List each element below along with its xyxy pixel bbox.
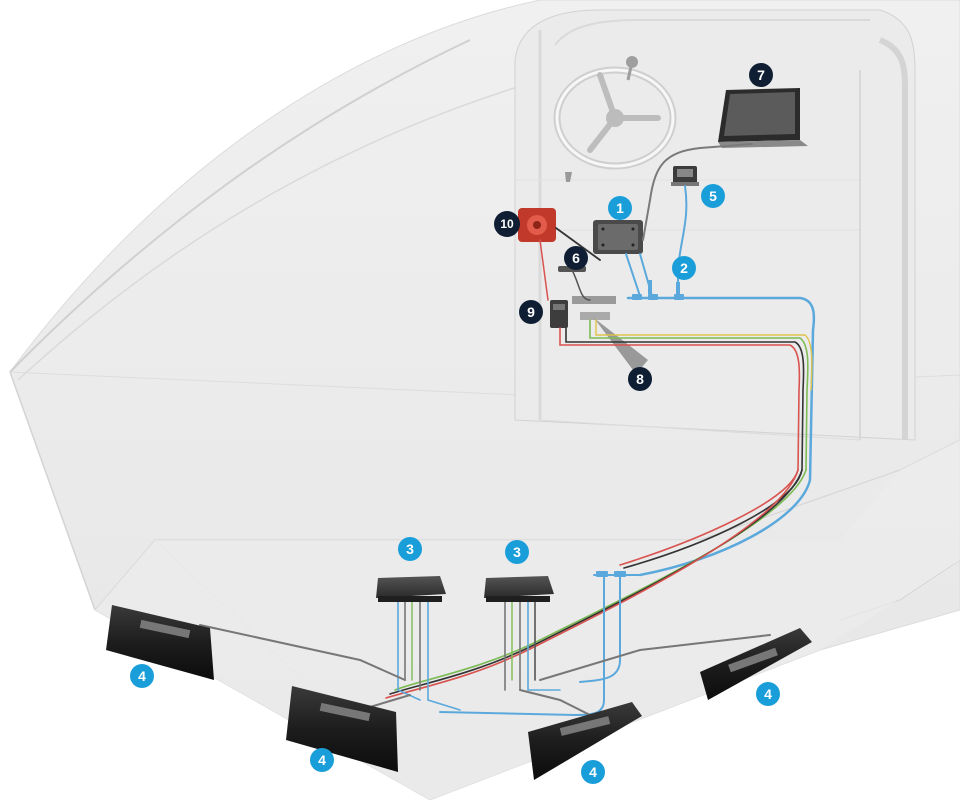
svg-text:6: 6 (572, 250, 580, 266)
callout-badge-3-right: 3 (505, 540, 529, 564)
callout-badge-10: 10 (494, 211, 520, 237)
svg-text:2: 2 (680, 260, 688, 276)
trim-tab-center-left (286, 686, 398, 772)
callout-badge-3-left: 3 (398, 537, 422, 561)
svg-text:1: 1 (616, 200, 624, 216)
svg-text:10: 10 (500, 217, 514, 231)
svg-text:4: 4 (589, 764, 597, 780)
actuator-junction-box-right (484, 576, 554, 602)
chartplotter-display (718, 88, 808, 148)
svg-text:4: 4 (764, 686, 772, 702)
svg-text:5: 5 (709, 188, 717, 204)
callout-badge-8: 8 (628, 367, 652, 391)
network-t-connectors-upper (632, 280, 684, 300)
svg-text:3: 3 (513, 544, 521, 560)
helm-console (514, 9, 916, 441)
callout-badge-5: 5 (701, 184, 725, 208)
breaker-device (550, 300, 568, 328)
svg-text:8: 8 (636, 371, 644, 387)
svg-text:7: 7 (757, 67, 765, 83)
network-t-connectors-lower (596, 571, 626, 577)
svg-text:9: 9 (527, 304, 535, 320)
svg-text:3: 3 (406, 541, 414, 557)
callout-badge-2: 2 (672, 256, 696, 280)
callout-badge-9: 9 (519, 300, 543, 324)
trim-tab-far-right (700, 628, 812, 700)
battery-switch-device (518, 208, 556, 242)
svg-text:4: 4 (138, 668, 146, 684)
callout-badge-4-center-right: 4 (581, 760, 605, 784)
terminal-block-device (572, 296, 648, 374)
callout-badge-4-far-right: 4 (756, 682, 780, 706)
callout-badge-1: 1 (608, 196, 632, 220)
callout-badge-4-far-left: 4 (130, 664, 154, 688)
callout-badge-7: 7 (749, 63, 773, 87)
control-panel-device (671, 166, 699, 186)
actuator-junction-box-left (376, 576, 446, 602)
steering-wheel (553, 56, 677, 182)
cabling (199, 143, 816, 721)
svg-text:4: 4 (318, 752, 326, 768)
trim-tab-center-right (528, 702, 642, 780)
callout-badges: 1 2 3 3 4 4 4 4 (130, 63, 780, 784)
callout-badge-4-center-left: 4 (310, 748, 334, 772)
control-unit-device (593, 220, 643, 254)
trim-tab-far-left (106, 605, 214, 680)
callout-badge-6: 6 (564, 246, 588, 270)
